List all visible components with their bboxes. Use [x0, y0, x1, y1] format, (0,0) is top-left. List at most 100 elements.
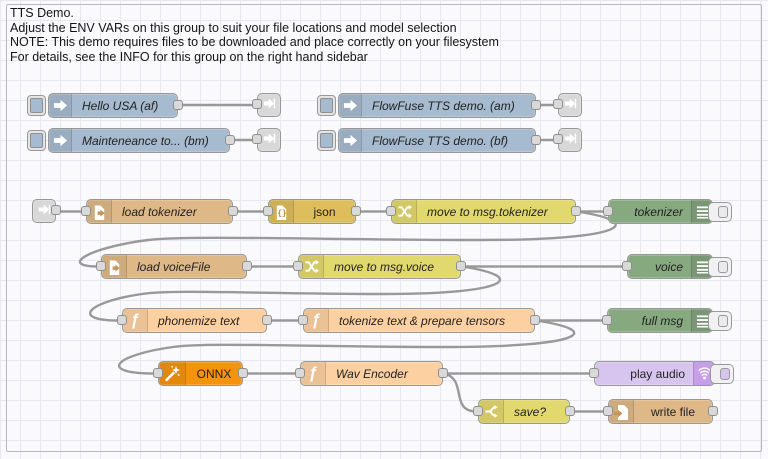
output-port[interactable]: [225, 134, 235, 145]
wire[interactable]: [118, 319, 576, 375]
inject-arrow-icon: [339, 129, 362, 152]
debug-toggle-button[interactable]: [708, 201, 732, 222]
input-port[interactable]: [153, 367, 163, 378]
output-port[interactable]: [531, 99, 541, 110]
node-label: load voiceFile: [137, 259, 211, 274]
node-function-wav-encoder[interactable]: ƒ Wav Encoder: [295, 361, 448, 386]
input-port[interactable]: [603, 405, 613, 416]
debug-toggle-button[interactable]: [708, 310, 732, 331]
input-port[interactable]: [603, 205, 613, 216]
node-debug-full-msg[interactable]: full msg: [602, 308, 732, 333]
input-port[interactable]: [473, 405, 483, 416]
output-port[interactable]: [262, 314, 272, 325]
output-port[interactable]: [571, 205, 581, 216]
debug-lines-icon: [691, 309, 712, 332]
input-port[interactable]: [263, 205, 273, 216]
node-audio-play[interactable]: play audio: [589, 361, 734, 386]
input-port[interactable]: [293, 260, 303, 271]
node-label: ONNX: [196, 366, 232, 381]
function-f-icon: ƒ: [123, 309, 148, 332]
node-label: Hello USA (af): [82, 98, 159, 113]
debug-toggle-button[interactable]: [708, 256, 732, 277]
wire[interactable]: [442, 372, 479, 413]
output-port[interactable]: [708, 405, 718, 416]
flow-group-border[interactable]: [6, 4, 762, 452]
output-port[interactable]: [531, 134, 541, 145]
inject-trigger-button[interactable]: [317, 129, 336, 151]
output-port[interactable]: [351, 205, 361, 216]
link-arrow-icon: [263, 97, 276, 113]
node-file-write[interactable]: write file: [603, 399, 718, 424]
node-inject-maintenance[interactable]: Mainteneance to... (bm): [27, 128, 235, 153]
inject-arrow-icon: [339, 94, 362, 117]
node-link-out[interactable]: [553, 93, 582, 117]
output-port[interactable]: [228, 205, 238, 216]
node-label: FlowFuse TTS demo. (bf): [372, 133, 509, 148]
input-port[interactable]: [252, 134, 262, 144]
group-description[interactable]: TTS Demo. Adjust the ENV VARs on this gr…: [10, 6, 499, 64]
node-switch-save[interactable]: save?: [473, 399, 575, 424]
node-function-phonemize[interactable]: ƒ phonemize text: [117, 308, 272, 333]
node-link-out[interactable]: [252, 93, 281, 117]
function-f-icon: ƒ: [301, 362, 326, 385]
node-inject-flowfuse-bf[interactable]: FlowFuse TTS demo. (bf): [317, 128, 541, 153]
node-inject-hello-usa[interactable]: Hello USA (af): [27, 93, 183, 118]
node-inject-flowfuse-am[interactable]: FlowFuse TTS demo. (am): [317, 93, 541, 118]
input-port[interactable]: [96, 260, 106, 271]
input-port[interactable]: [386, 205, 396, 216]
input-port[interactable]: [81, 205, 91, 216]
input-port[interactable]: [602, 314, 612, 325]
output-port[interactable]: [438, 367, 448, 378]
comment-line: For details, see the INFO for this group…: [10, 49, 368, 64]
output-port[interactable]: [173, 99, 183, 110]
sound-waves-icon: [693, 362, 714, 385]
input-port[interactable]: [622, 260, 632, 271]
input-port[interactable]: [117, 314, 127, 325]
node-debug-voice[interactable]: voice: [622, 254, 732, 279]
node-label: Wav Encoder: [336, 366, 408, 381]
node-function-tokenize-tensors[interactable]: ƒ tokenize text & prepare tensors: [298, 308, 540, 333]
link-arrow-icon: [38, 203, 51, 219]
input-port[interactable]: [553, 134, 563, 144]
node-label: play audio: [630, 366, 685, 381]
node-change-move-voice[interactable]: move to msg.voice: [293, 254, 466, 279]
inject-trigger-button[interactable]: [27, 129, 46, 151]
output-port[interactable]: [242, 260, 252, 271]
input-port[interactable]: [553, 99, 563, 109]
output-port[interactable]: [238, 367, 248, 378]
link-arrow-icon: [564, 97, 577, 113]
node-link-out[interactable]: [252, 128, 281, 152]
node-onnx[interactable]: ONNX: [153, 361, 248, 386]
node-link-in[interactable]: [32, 199, 61, 223]
output-port[interactable]: [51, 205, 61, 215]
node-file-load-voicefile[interactable]: load voiceFile: [96, 254, 252, 279]
inject-trigger-button[interactable]: [317, 94, 336, 116]
node-link-out[interactable]: [553, 128, 582, 152]
input-port[interactable]: [589, 367, 599, 378]
node-label: phonemize text: [158, 313, 240, 328]
output-port[interactable]: [456, 260, 466, 271]
input-port[interactable]: [298, 314, 308, 325]
audio-toggle-button[interactable]: [710, 363, 734, 384]
link-arrow-icon: [564, 132, 577, 148]
file-read-icon: [87, 200, 112, 223]
output-port[interactable]: [565, 405, 575, 416]
node-json[interactable]: {} json: [263, 199, 361, 224]
node-label: tokenizer: [634, 204, 683, 219]
node-label: save?: [514, 404, 547, 419]
input-port[interactable]: [295, 367, 305, 378]
node-change-move-tokenizer[interactable]: move to msg.tokenizer: [386, 199, 581, 224]
node-debug-tokenizer[interactable]: tokenizer: [603, 199, 732, 224]
inject-trigger-button[interactable]: [27, 94, 46, 116]
node-file-load-tokenizer[interactable]: load tokenizer: [81, 199, 238, 224]
node-label: FlowFuse TTS demo. (am): [372, 98, 515, 113]
output-port[interactable]: [530, 314, 540, 325]
wire[interactable]: [88, 265, 501, 322]
input-port[interactable]: [252, 99, 262, 109]
inject-arrow-icon: [49, 94, 72, 117]
wire[interactable]: [78, 210, 617, 268]
fork-icon: [479, 400, 504, 423]
file-read-icon: [102, 255, 127, 278]
